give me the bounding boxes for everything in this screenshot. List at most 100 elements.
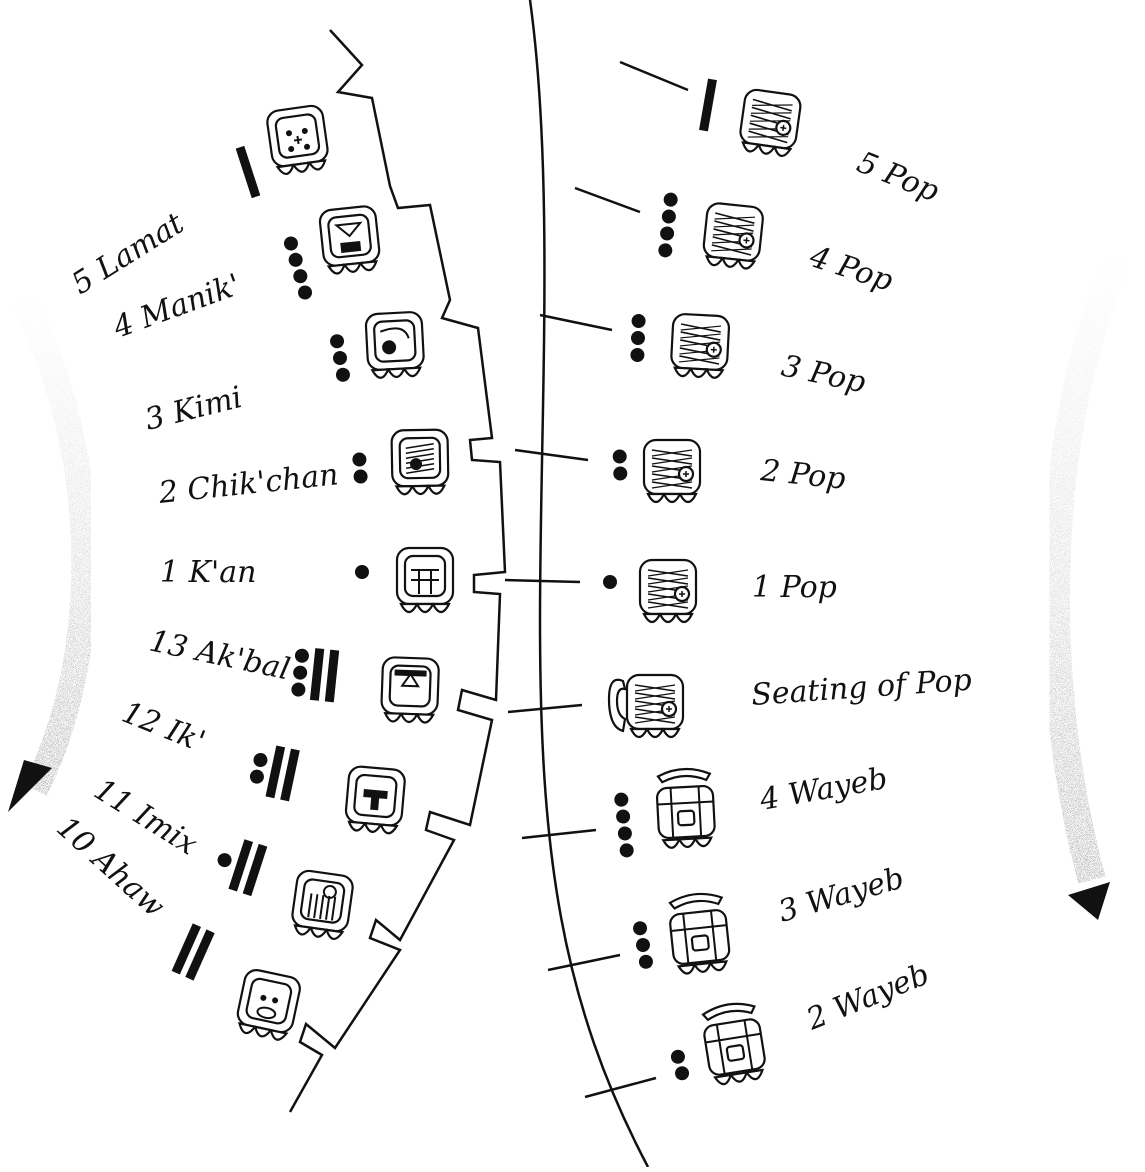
tzolkin-day-label: 13 Ak'bal (146, 624, 293, 688)
numeral-bar (310, 648, 324, 701)
haab-day: 2 Pop (612, 440, 847, 502)
haab-day-label: 5 Pop (852, 145, 944, 209)
maya-numeral (352, 452, 368, 484)
numeral-dot (332, 350, 348, 366)
haab-day-label: 3 Pop (778, 349, 868, 401)
pop-month-glyph-icon (670, 314, 729, 379)
wayeb-month-glyph-icon (667, 891, 731, 974)
haab-day: 4 Pop (658, 192, 897, 299)
numeral-bar (236, 146, 261, 198)
kan-day-glyph-icon (397, 548, 453, 612)
maya-numeral (246, 741, 299, 801)
numeral-dot (615, 809, 630, 824)
rotation-arrow-icon (20, 295, 84, 790)
haab-day: 4 Wayeb (614, 761, 890, 858)
numeral-dot (619, 843, 634, 858)
haab-day: 3 Wayeb (632, 861, 908, 975)
numeral-dot (631, 331, 645, 345)
numeral-dot (614, 792, 629, 807)
maya-numeral (630, 314, 646, 362)
maya-numeral (236, 146, 261, 198)
numeral-dot (635, 937, 651, 953)
tzolkin-day-label: 2 Chik'chan (156, 457, 340, 511)
haab-day-label: Seating of Pop (750, 663, 973, 713)
kimi-day-glyph-icon (365, 312, 424, 379)
maya-numeral (210, 833, 267, 896)
right-rotation-arrow (1056, 255, 1120, 920)
haab-wheel-rim (530, 0, 648, 1167)
rotation-arrow-icon (1056, 255, 1120, 880)
left-rotation-arrow (8, 295, 84, 812)
numeral-dot (292, 665, 307, 680)
numeral-dot (612, 449, 626, 463)
numeral-dot (674, 1065, 691, 1082)
imix-day-glyph-icon (290, 869, 354, 940)
ik-day-glyph-icon (344, 766, 405, 835)
wheel-tick (505, 580, 580, 582)
numeral-dot (353, 469, 368, 484)
haab-day-label: 1 Pop (752, 570, 837, 605)
haab-day: 1 Pop (603, 560, 837, 622)
numeral-dot (638, 954, 654, 970)
maya-numeral (658, 192, 679, 258)
tzolkin-day-label: 1 K'an (160, 555, 257, 590)
haab-day-label: 4 Pop (805, 239, 897, 299)
numeral-bar (325, 650, 339, 703)
numeral-dot (216, 851, 234, 869)
maya-numeral (290, 646, 339, 702)
seating-glyph-icon (609, 675, 683, 737)
chikchan-day-glyph-icon (391, 430, 448, 495)
tzolkin-day: 1 K'an (160, 548, 453, 612)
numeral-dot (617, 826, 632, 841)
numeral-dot (287, 251, 304, 268)
numeral-dot (294, 648, 309, 663)
wheel-tick (522, 830, 596, 838)
tzolkin-day: 13 Ak'bal (146, 624, 439, 723)
maya-numeral (355, 565, 369, 579)
haab-day-label: 2 Pop (758, 453, 847, 497)
numeral-dot (669, 1048, 686, 1065)
wheel-tick (540, 315, 612, 330)
tzolkin-day-label: 12 Ik' (117, 695, 210, 760)
wayeb-month-glyph-icon (656, 768, 716, 849)
tzolkin-day: 2 Chik'chan (156, 430, 448, 512)
numeral-dot (613, 466, 627, 480)
wheel-tick (515, 450, 588, 460)
numeral-dot (663, 192, 678, 207)
numeral-dot (603, 575, 617, 589)
manik-day-glyph-icon (319, 205, 381, 275)
maya-numeral (612, 449, 627, 480)
numeral-dot (658, 243, 673, 258)
maya-numeral (329, 333, 351, 383)
maya-numeral (669, 1048, 690, 1081)
haab-day: 3 Pop (630, 314, 868, 401)
wheel-tick (620, 62, 688, 90)
numeral-dot (291, 682, 306, 697)
maya-numeral (172, 923, 215, 980)
numeral-dot (661, 209, 676, 224)
lamat-day-glyph-icon (266, 104, 330, 175)
tzolkin-day: 11 Imix (88, 772, 354, 940)
pop-month-glyph-icon (738, 88, 802, 157)
wheel-tick (548, 955, 620, 970)
haab-day-label: 2 Wayeb (801, 957, 934, 1038)
pop-month-glyph-icon (702, 202, 764, 270)
numeral-dot (329, 333, 345, 349)
haab-day: Seating of Pop (609, 663, 973, 737)
numeral-dot (659, 226, 674, 241)
pop-month-glyph-icon (640, 560, 696, 622)
pop-month-glyph-icon (644, 440, 700, 502)
tzolkin-day-label: 4 Manik' (108, 267, 245, 346)
haab-day: 5 Pop (699, 79, 944, 210)
wheel-tick (508, 705, 582, 712)
numeral-dot (631, 314, 645, 328)
haab-day-label: 4 Wayeb (756, 761, 890, 818)
haab-day: 2 Wayeb (669, 957, 934, 1086)
numeral-dot (630, 348, 644, 362)
numeral-dot (355, 565, 369, 579)
numeral-dot (296, 284, 313, 301)
numeral-dot (292, 268, 309, 285)
numeral-dot (335, 367, 351, 383)
tzolkin-day-label: 5 Lamat (66, 205, 191, 301)
